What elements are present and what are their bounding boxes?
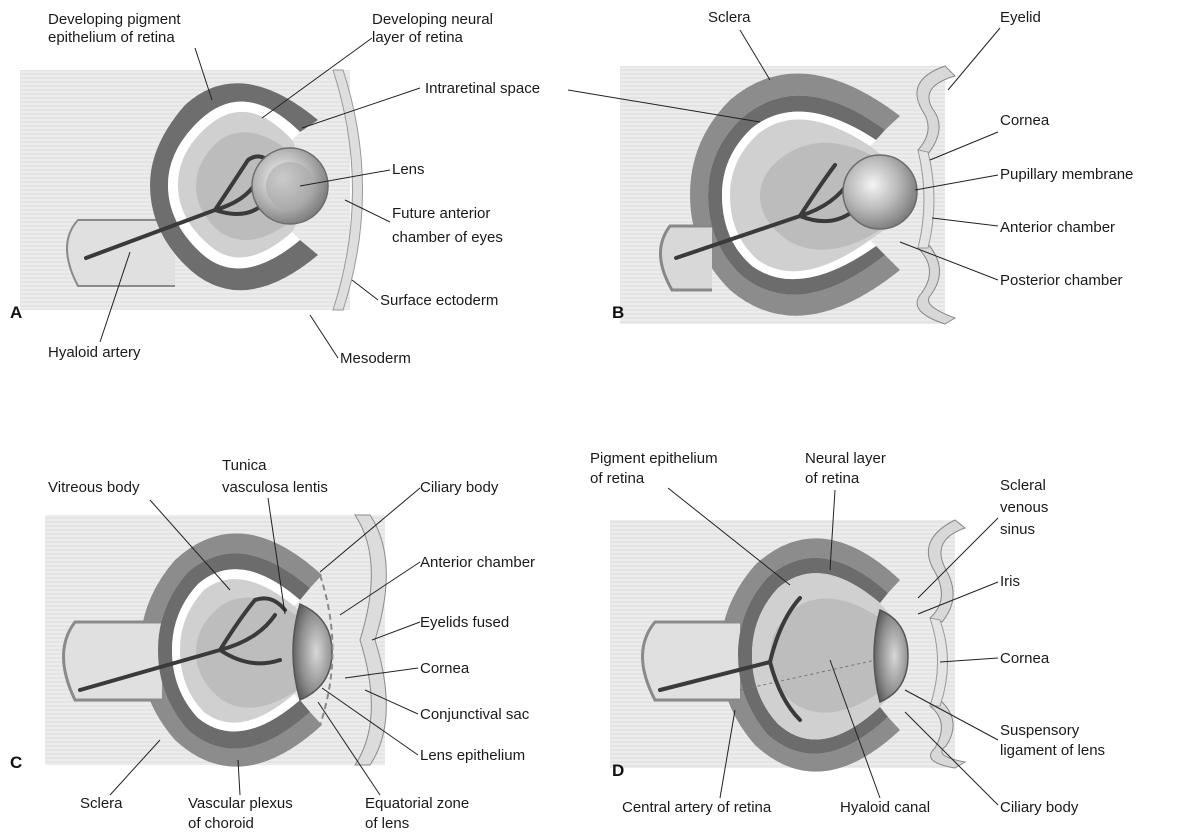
label-eyelid: Eyelid bbox=[1000, 9, 1041, 26]
optic-stalk bbox=[660, 226, 712, 290]
label-neural-layer-2: of retina bbox=[805, 470, 860, 487]
label-intraretinal-space: Intraretinal space bbox=[425, 80, 540, 97]
label-lens-epithelium: Lens epithelium bbox=[420, 747, 525, 764]
label-vascular-plexus: Vascular plexus bbox=[188, 795, 293, 812]
label-suspensory-ligament-2: ligament of lens bbox=[1000, 742, 1105, 759]
optic-stalk bbox=[643, 622, 741, 700]
label-hyaloid-artery: Hyaloid artery bbox=[48, 344, 141, 361]
label-future-anterior: Future anterior bbox=[392, 205, 490, 222]
label-equatorial-zone-2: of lens bbox=[365, 815, 409, 832]
lens bbox=[843, 155, 917, 229]
label-vitreous-body: Vitreous body bbox=[48, 479, 140, 496]
optic-stalk bbox=[64, 622, 163, 700]
label-scleral-venous-sinus-3: sinus bbox=[1000, 521, 1035, 538]
label-developing-neural: Developing neural bbox=[372, 11, 493, 28]
label-surface-ectoderm: Surface ectoderm bbox=[380, 292, 498, 309]
label-lens: Lens bbox=[392, 161, 425, 178]
panel-b: B Sclera Eyelid Cornea Pupillary membran… bbox=[568, 9, 1133, 324]
label-developing-pigment-2: epithelium of retina bbox=[48, 29, 175, 46]
label-vascular-plexus-2: of choroid bbox=[188, 815, 254, 832]
label-iris: Iris bbox=[1000, 573, 1020, 590]
label-developing-pigment: Developing pigment bbox=[48, 11, 181, 28]
label-cornea: Cornea bbox=[1000, 650, 1050, 667]
label-scleral-venous-sinus-2: venous bbox=[1000, 499, 1048, 516]
label-anterior-chamber: Anterior chamber bbox=[420, 554, 535, 571]
label-future-anterior-2: chamber of eyes bbox=[392, 229, 503, 246]
label-sclera: Sclera bbox=[80, 795, 123, 812]
panel-a: A Developing pigment epithelium of retin… bbox=[10, 11, 540, 367]
label-scleral-venous-sinus: Scleral bbox=[1000, 477, 1046, 494]
label-conjunctival-sac: Conjunctival sac bbox=[420, 706, 530, 723]
panel-letter-d: D bbox=[612, 761, 624, 780]
label-hyaloid-canal: Hyaloid canal bbox=[840, 799, 930, 816]
label-ciliary-body: Ciliary body bbox=[1000, 799, 1079, 816]
label-suspensory-ligament: Suspensory bbox=[1000, 722, 1080, 739]
label-central-artery: Central artery of retina bbox=[622, 799, 772, 816]
panel-c: C Vitreous body Tunica vasculosa lentis … bbox=[10, 457, 535, 832]
label-sclera: Sclera bbox=[708, 9, 751, 26]
label-cornea: Cornea bbox=[1000, 112, 1050, 129]
label-cornea: Cornea bbox=[420, 660, 470, 677]
label-developing-neural-2: layer of retina bbox=[372, 29, 464, 46]
label-eyelids-fused: Eyelids fused bbox=[420, 614, 509, 631]
label-neural-layer: Neural layer bbox=[805, 450, 886, 467]
label-equatorial-zone: Equatorial zone bbox=[365, 795, 469, 812]
label-pigment-epithelium: Pigment epithelium bbox=[590, 450, 718, 467]
label-ciliary-body: Ciliary body bbox=[420, 479, 499, 496]
label-posterior-chamber: Posterior chamber bbox=[1000, 272, 1123, 289]
label-pupillary-membrane: Pupillary membrane bbox=[1000, 166, 1133, 183]
label-pigment-epithelium-2: of retina bbox=[590, 470, 645, 487]
panel-letter-b: B bbox=[612, 303, 624, 322]
panel-d: D Pigment epithelium of retina Neural la… bbox=[590, 450, 1105, 816]
panel-letter-a: A bbox=[10, 303, 22, 322]
label-mesoderm: Mesoderm bbox=[340, 350, 411, 367]
label-tunica-2: vasculosa lentis bbox=[222, 479, 328, 496]
panel-letter-c: C bbox=[10, 753, 22, 772]
label-tunica: Tunica bbox=[222, 457, 267, 474]
label-anterior-chamber: Anterior chamber bbox=[1000, 219, 1115, 236]
lens-nucleus bbox=[266, 162, 314, 210]
